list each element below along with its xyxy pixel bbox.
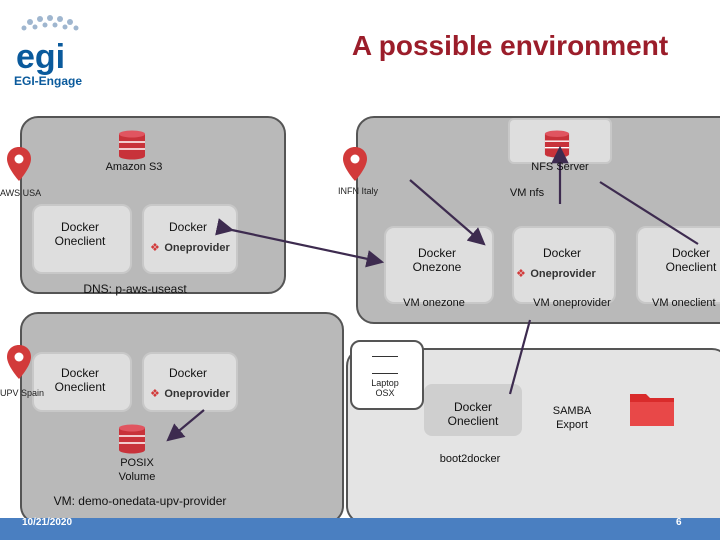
aws-oneprovider-logo: ❖ Oneprovider: [150, 242, 230, 254]
posix-database-icon: [119, 424, 145, 454]
s3-label: Amazon S3: [105, 161, 163, 173]
upv-vm-label: VM: demo-onedata-upv-provider: [53, 494, 227, 508]
vm-nfs-label: VM nfs: [509, 187, 545, 199]
footer-date: 10/21/2020: [22, 517, 73, 528]
nfs-label: NFS Server: [531, 161, 589, 173]
aws-docker-label: Docker: [168, 220, 207, 234]
upv-oneclient-box: [32, 352, 132, 412]
upv-region-label: UPV Spain: [0, 388, 45, 398]
samba-label: SAMBA Export: [552, 405, 592, 431]
upv-panel: [20, 312, 344, 524]
laptop-icon-box: [350, 340, 424, 410]
laptop-label: Laptop OSX: [371, 378, 399, 398]
folder-icon: [630, 394, 674, 426]
infn-oneprovider-box: [512, 226, 616, 304]
boot2docker-label: boot2docker: [439, 453, 501, 465]
nfs-to-oneclient-line: [599, 181, 699, 245]
vm-oneprovider-label: VM oneprovider: [533, 297, 611, 309]
aws-to-onezone-arrow: [215, 218, 385, 268]
infn-location-pin-icon: [343, 147, 367, 181]
vm-onezone-label: VM onezone: [403, 297, 465, 309]
aws-oneclient-box: [32, 204, 132, 274]
infn-to-onezone-arrow: [409, 179, 486, 246]
aws-location-pin-icon: [7, 147, 31, 181]
laptop-oneclient-label: Docker Oneclient: [447, 400, 499, 428]
aws-oneclient-label: Docker Oneclient: [54, 220, 106, 248]
egi-logo: egi EGI-Engage: [10, 14, 90, 88]
infn-region-label: INFN Italy: [338, 186, 379, 196]
provider-to-posix-arrow: [166, 409, 205, 442]
posix-label: POSIX Volume: [118, 457, 156, 483]
footer-bar: [0, 518, 720, 540]
infn-oneprovider-logo: ❖ Oneprovider: [516, 268, 596, 280]
egi-logo-mark: [21, 15, 79, 31]
laptop-oneclient-box: [424, 384, 522, 436]
logo-brand: egi: [16, 38, 66, 76]
footer-page-number: 6: [676, 517, 682, 528]
onezone-label: Docker Onezone: [412, 246, 462, 274]
infn-oneclient-label: Docker Oneclient: [665, 246, 717, 274]
aws-dns-label: DNS: p-aws-useast: [83, 282, 187, 296]
aws-region-label: AWS USA: [0, 188, 42, 198]
upv-oneprovider-logo: ❖ Oneprovider: [150, 388, 230, 400]
upv-oneprovider-box: [142, 352, 238, 412]
laptop-to-provider-line: [508, 319, 532, 395]
page-title: A possible environment: [351, 30, 669, 61]
upv-location-pin-icon: [7, 345, 31, 379]
laptop-icon: [372, 356, 398, 374]
upv-oneclient-label: Docker Oneclient: [54, 366, 106, 394]
s3-database-icon: [119, 130, 145, 160]
infn-oneclient-box: [636, 226, 720, 304]
logo-subtitle: EGI-Engage: [14, 74, 83, 88]
infn-docker-label: Docker: [542, 246, 581, 260]
vm-oneclient-label: VM oneclient: [652, 297, 716, 309]
upv-docker-label: Docker: [168, 366, 207, 380]
